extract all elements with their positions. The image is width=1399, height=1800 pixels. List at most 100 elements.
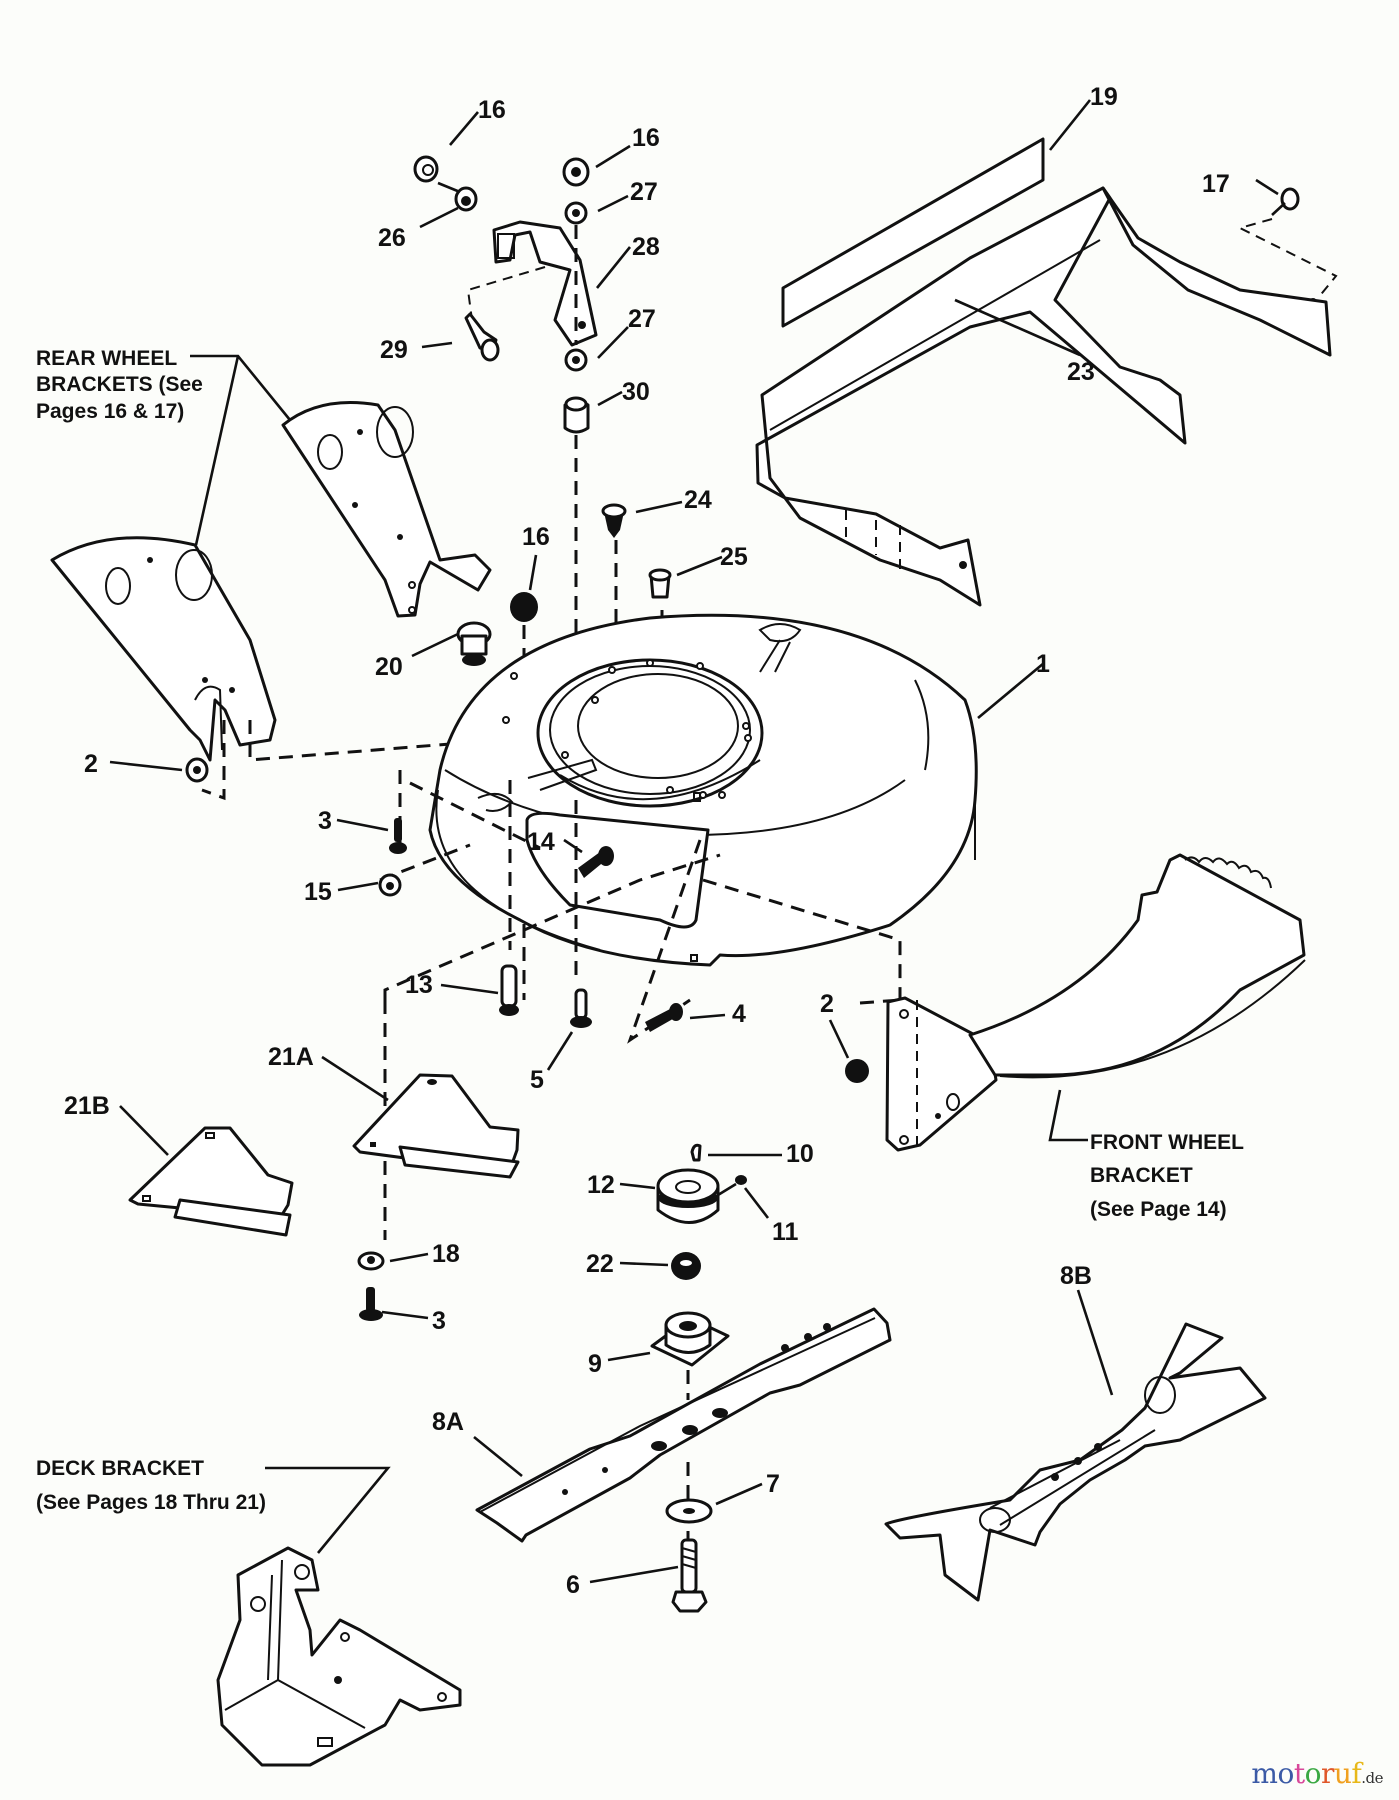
connector-dash: [466, 266, 546, 321]
washer-26: [454, 186, 478, 212]
logo-letter: f: [1351, 1757, 1362, 1790]
bolt-4: [645, 1003, 683, 1032]
baffle-21a: [352, 1073, 520, 1179]
callout-18: 18: [432, 1240, 460, 1268]
callout-27: 27: [630, 178, 658, 206]
front-wheel-note-line3: (See Page 14): [1090, 1198, 1227, 1221]
callout-2: 2: [820, 990, 834, 1018]
callout-20: 20: [375, 653, 403, 681]
nut-16-top-left: [413, 155, 439, 183]
callout-25: 25: [720, 543, 748, 571]
callout-8b: 8B: [1060, 1262, 1092, 1290]
logo-letter: t: [1293, 1757, 1305, 1790]
stud-line: [437, 181, 461, 194]
baffle-21b: [128, 1126, 294, 1237]
callout-8a: 8A: [432, 1408, 464, 1436]
callout-2: 2: [84, 750, 98, 778]
logo-suffix: .de: [1361, 1769, 1383, 1787]
callout-21a: 21A: [268, 1043, 314, 1071]
trim-strip-19: [781, 137, 1045, 328]
screw-29: [464, 312, 500, 362]
bushing-30: [563, 396, 590, 434]
logo-letter: r: [1320, 1757, 1334, 1790]
deck-bracket-note-line2: (See Pages 18 Thru 21): [36, 1491, 266, 1514]
callout-19: 19: [1090, 83, 1118, 111]
bracket-28: [492, 220, 598, 347]
deflector-plate: [525, 811, 710, 929]
deck-housing-1: [428, 613, 978, 967]
callout-11: 11: [772, 1218, 799, 1246]
baffle-23: [755, 186, 1322, 607]
callout-21b: 21B: [64, 1092, 110, 1120]
motoruf-watermark-logo: motoruf.de: [1251, 1757, 1383, 1790]
washer-18: [357, 1251, 385, 1271]
baffle-23-right-wing: [1101, 186, 1332, 357]
rear-wheel-note-line3: Pages 16 & 17): [36, 400, 184, 423]
deck-bracket: [216, 1546, 462, 1767]
plug-24: [601, 503, 627, 538]
callout-5: 5: [530, 1066, 544, 1094]
callout-3: 3: [432, 1307, 446, 1335]
logo-letter: o: [1304, 1757, 1322, 1790]
callout-22: 22: [586, 1250, 614, 1278]
nut-2-left: [185, 757, 209, 783]
nut-16-mid: [510, 592, 538, 622]
callout-6: 6: [566, 1571, 580, 1599]
front-wheel-leader: [1048, 1089, 1088, 1142]
dash-21a: [383, 853, 721, 1000]
callout-24: 24: [684, 486, 712, 514]
callout-16: 16: [522, 523, 550, 551]
callout-29: 29: [380, 336, 408, 364]
bushing-22: [671, 1252, 701, 1280]
callout-13: 13: [405, 971, 433, 999]
front-wheel-bracket: [885, 853, 1306, 1152]
plug-25: [648, 568, 672, 599]
deck-bracket-leader: [265, 1466, 391, 1554]
logo-letter: m: [1251, 1757, 1278, 1790]
callout-30: 30: [622, 378, 650, 406]
logo-letter: o: [1277, 1757, 1294, 1790]
screw-3-lower: [359, 1287, 383, 1321]
callout-1: 1: [1036, 650, 1050, 678]
callout-4: 4: [732, 1000, 746, 1028]
screw17-dash: [1237, 218, 1338, 299]
callout-15: 15: [304, 878, 332, 906]
front-wheel-note-line1: FRONT WHEEL: [1090, 1131, 1244, 1154]
screw-17: [1271, 187, 1300, 216]
callout-23: 23: [1067, 358, 1095, 386]
deck-bracket-note-line1: DECK BRACKET: [36, 1457, 204, 1480]
spindle-housing-9: [650, 1311, 730, 1367]
bolt-14: [578, 846, 614, 878]
washer-7: [665, 1498, 713, 1524]
callout-7: 7: [766, 1470, 780, 1498]
rear-wheel-note-line1: REAR WHEEL: [36, 347, 177, 370]
blade-8a: [475, 1307, 892, 1543]
screw-5: [570, 988, 592, 1028]
washer-27-lower: [564, 348, 588, 372]
nut-16-top-right: [562, 157, 590, 187]
rear-wheel-bracket-lower: [50, 536, 277, 762]
callout-26: 26: [378, 224, 406, 252]
callout-16: 16: [632, 124, 660, 152]
logo-letter: u: [1333, 1757, 1352, 1790]
washer-27-upper: [564, 201, 588, 225]
washer-15: [378, 873, 402, 897]
callout-12: 12: [587, 1171, 615, 1199]
setscrew-11: [717, 1175, 747, 1197]
nut2-dash: [201, 720, 226, 801]
callout-3: 3: [318, 807, 332, 835]
key-10: [690, 1143, 702, 1162]
bolt-13: [499, 964, 519, 1016]
callout-14: 14: [527, 828, 555, 856]
callout-9: 9: [588, 1350, 602, 1378]
front-wheel-note-line2: BRACKET: [1090, 1164, 1193, 1187]
pulley-12: [656, 1168, 720, 1224]
nut-2-right: [845, 1059, 869, 1083]
dash-washer15: [379, 843, 471, 882]
rear-wheel-note-line2: BRACKETS (See: [36, 373, 203, 396]
dash-screw3-diag: [409, 781, 541, 850]
callout-28: 28: [632, 233, 660, 261]
blade-8b: [884, 1322, 1267, 1602]
callout-10: 10: [786, 1140, 814, 1168]
